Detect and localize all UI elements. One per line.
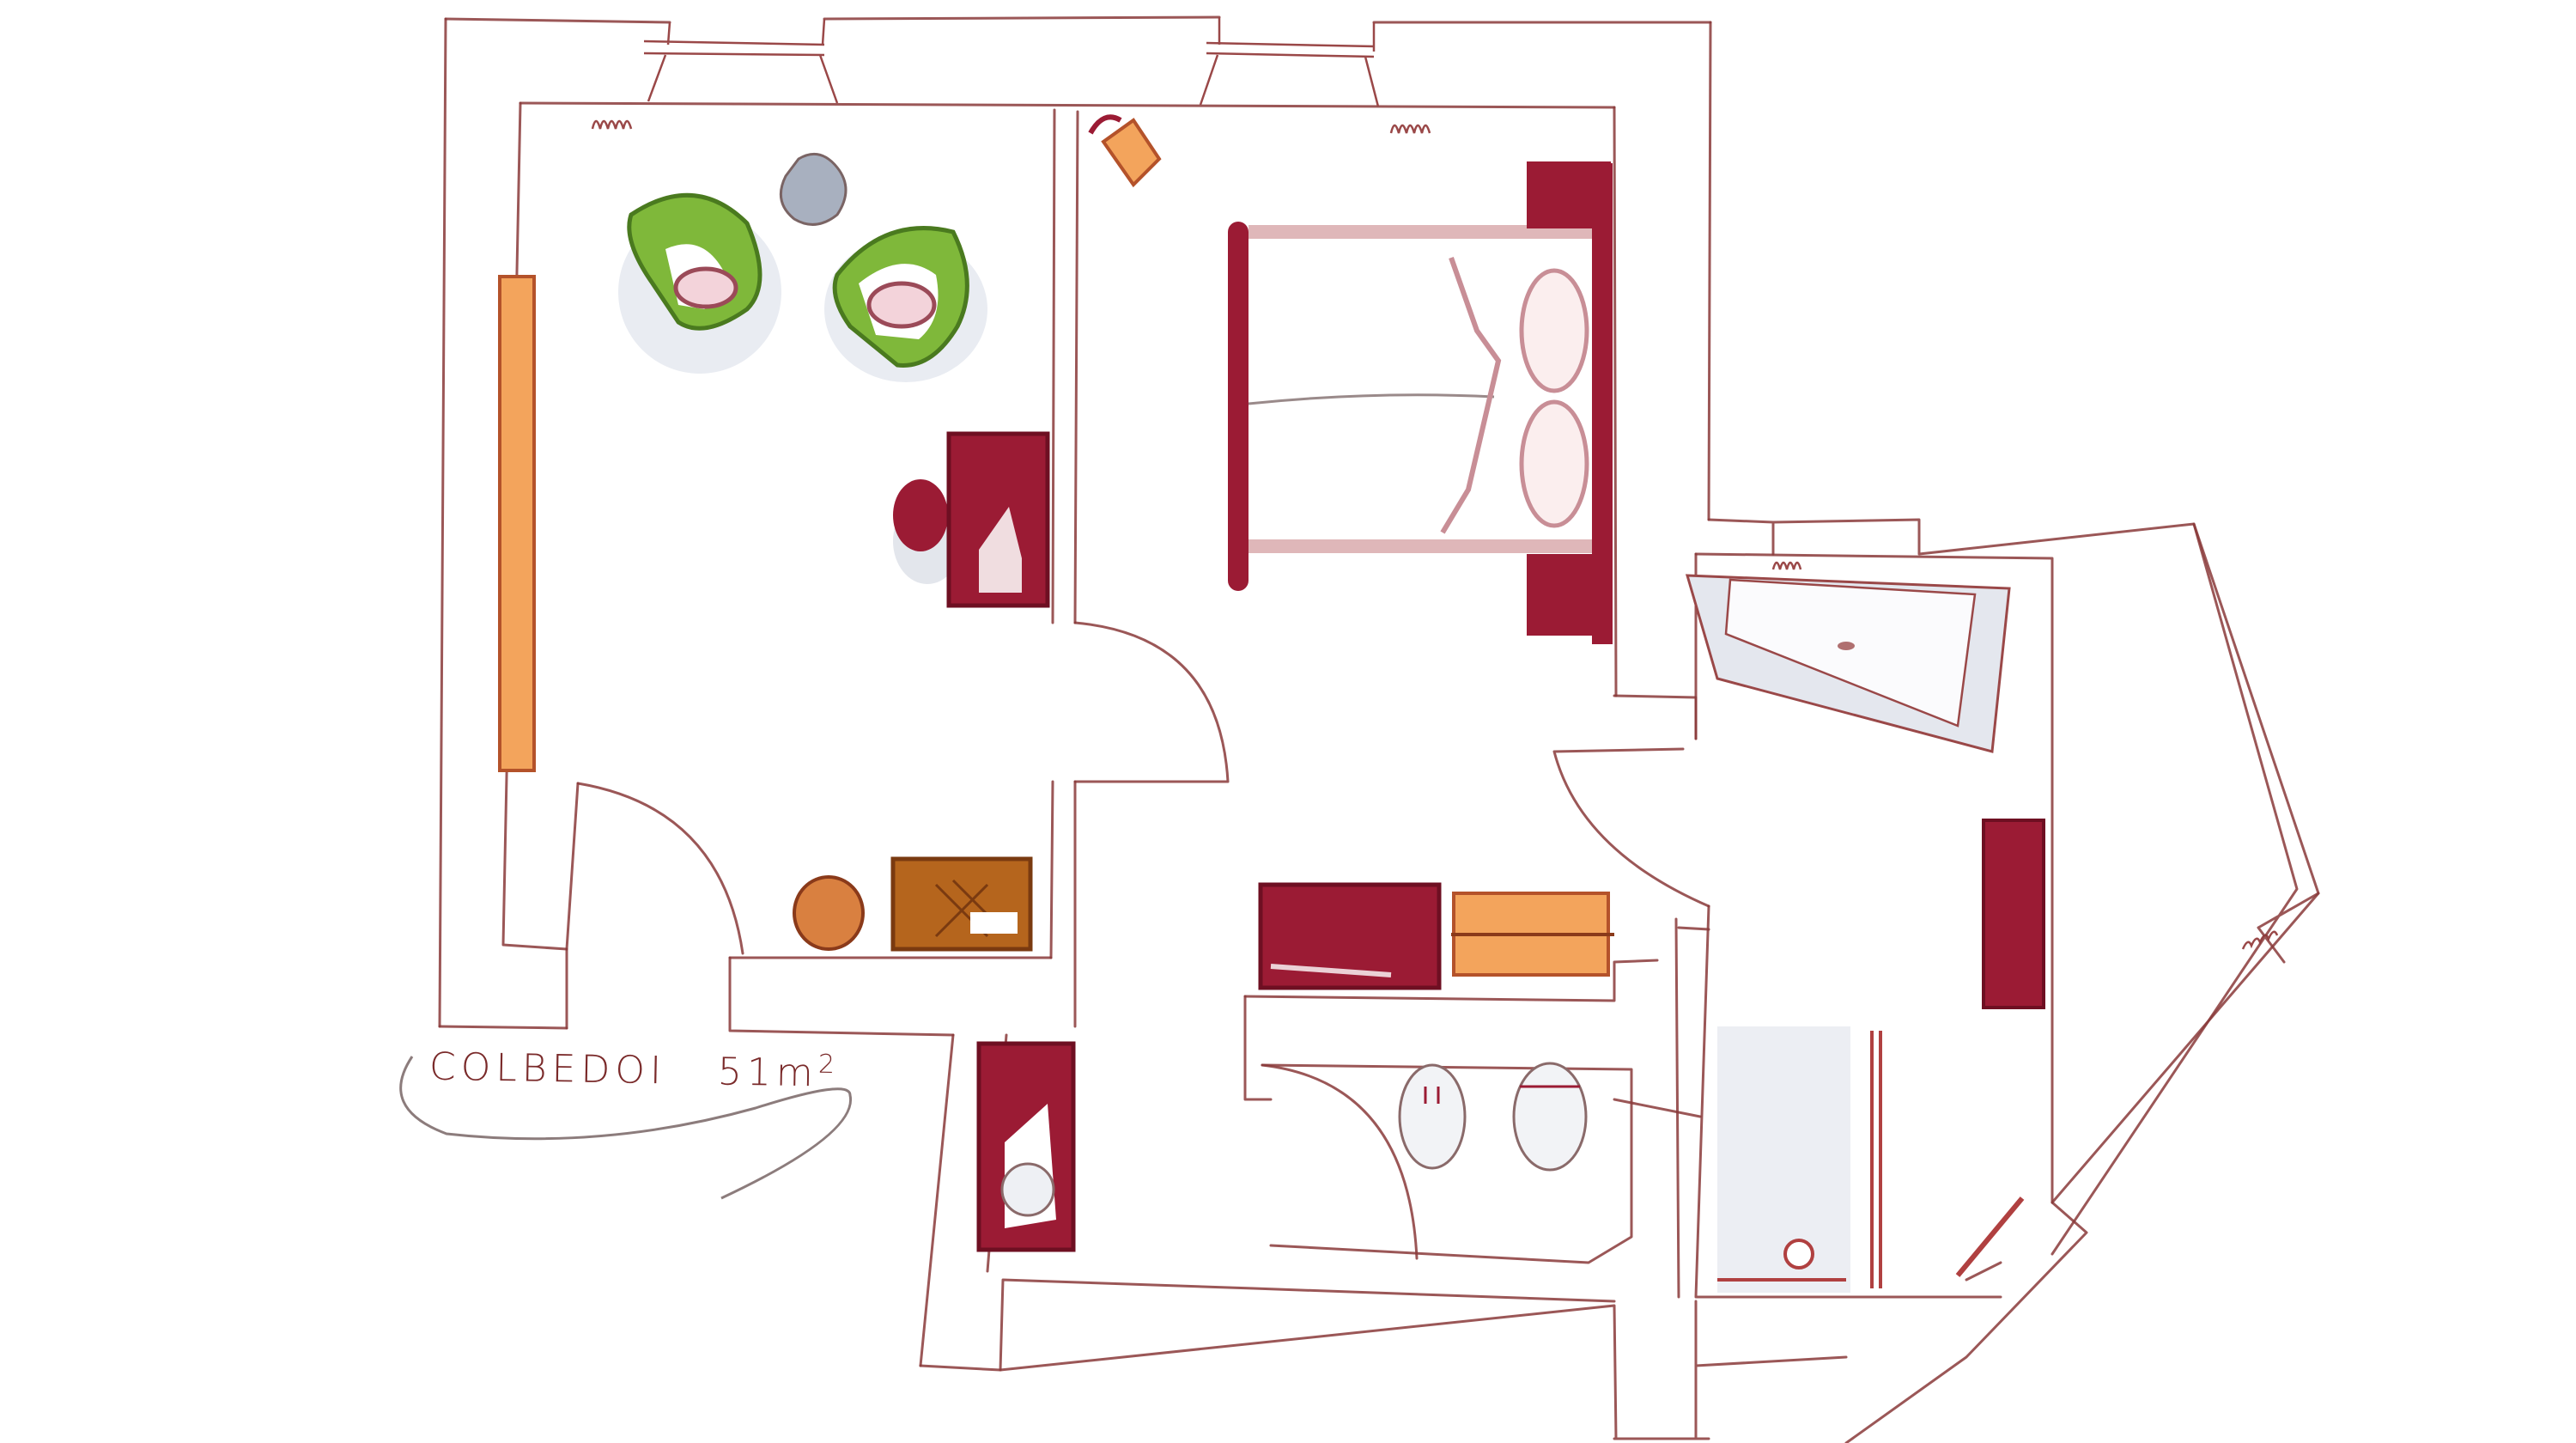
sink-icon bbox=[1000, 1162, 1055, 1217]
wall-shelf bbox=[498, 275, 536, 772]
bathtub bbox=[1685, 574, 2011, 753]
label-underline bbox=[399, 1056, 853, 1200]
radiator-icon bbox=[591, 119, 633, 130]
round-stool bbox=[793, 875, 865, 951]
towel-rack bbox=[1982, 819, 2045, 1009]
dining-table bbox=[890, 856, 1033, 952]
plan-title: COLBEDOI 51m2 bbox=[429, 1043, 841, 1096]
side-table bbox=[779, 152, 848, 226]
window-left bbox=[643, 18, 839, 104]
kitchenette-counter bbox=[976, 1041, 1076, 1252]
radiator-bathroom bbox=[1955, 1196, 2025, 1277]
toilet bbox=[1512, 1062, 1588, 1172]
radiator-icon bbox=[1389, 124, 1431, 134]
armchair-right bbox=[824, 226, 987, 382]
double-bed bbox=[1228, 163, 1613, 644]
radiator-icon bbox=[1771, 561, 1802, 570]
plan-area-unit: m bbox=[775, 1050, 819, 1096]
drain-icon bbox=[1838, 642, 1855, 650]
shower-head-icon bbox=[1783, 1239, 1814, 1269]
plan-area-value: 51 bbox=[717, 1050, 777, 1095]
bidet bbox=[1398, 1063, 1467, 1170]
desk-chair bbox=[893, 479, 948, 551]
interior-walls bbox=[565, 108, 2320, 1443]
armchair-left bbox=[618, 192, 781, 374]
shower bbox=[1717, 1026, 1882, 1293]
lamp bbox=[1088, 114, 1162, 188]
window-right bbox=[1199, 17, 1380, 107]
nightstand-bottom bbox=[1527, 554, 1611, 636]
plan-area-exponent: 2 bbox=[817, 1049, 841, 1081]
nightstand-top bbox=[1527, 161, 1611, 228]
plan-name: COLBEDOI bbox=[428, 1044, 667, 1093]
